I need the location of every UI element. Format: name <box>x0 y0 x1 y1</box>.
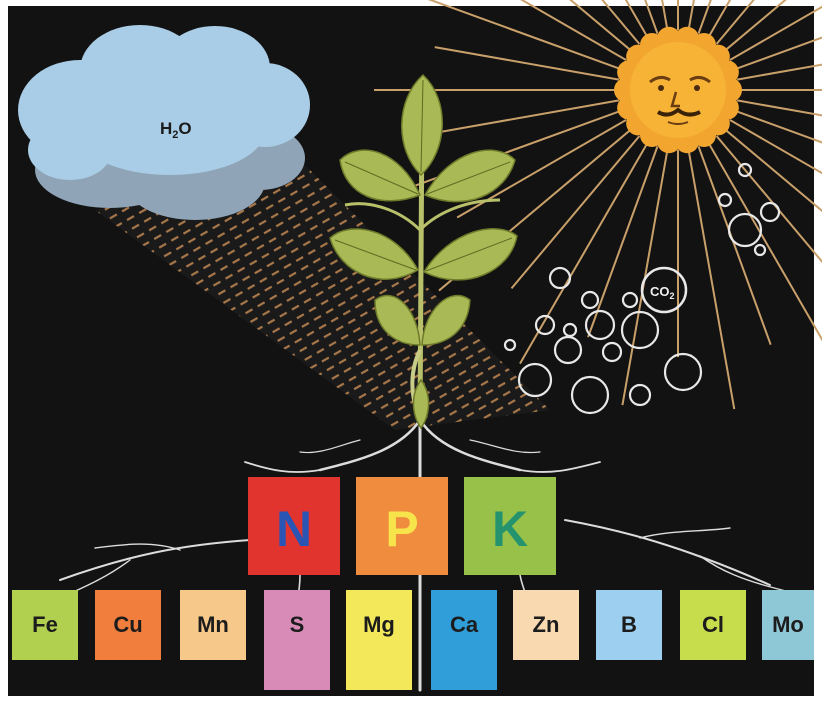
bubble <box>553 335 583 365</box>
micronutrient-box <box>596 590 662 660</box>
sun-icon <box>614 26 742 154</box>
cloud-label-h: H <box>160 119 172 138</box>
micronutrient-zn: Zn <box>513 590 579 660</box>
micronutrient-symbol: B <box>621 612 637 637</box>
micronutrient-box <box>95 590 161 660</box>
micronutrient-b: B <box>596 590 662 660</box>
leaf-veins <box>334 79 513 272</box>
bubble <box>580 290 600 310</box>
micronutrient-symbol: Mn <box>197 612 229 637</box>
bubble <box>753 243 767 257</box>
cloud-icon: H2O <box>18 25 310 220</box>
micronutrient-box <box>180 590 246 660</box>
micronutrient-box <box>431 590 497 690</box>
cloud-label-sub: 2 <box>172 129 178 141</box>
micronutrient-box <box>264 590 330 690</box>
macronutrient-symbol: K <box>492 501 528 557</box>
micronutrient-symbol: Mg <box>363 612 395 637</box>
micronutrient-box <box>12 590 78 660</box>
macronutrient-n: N <box>248 477 340 575</box>
micronutrient-box <box>513 590 579 660</box>
svg-text:H2O: H2O <box>160 119 192 141</box>
bubble <box>621 291 639 309</box>
bubble <box>601 341 623 363</box>
micronutrient-symbol: Mo <box>772 612 804 637</box>
co2-label: CO <box>650 284 670 299</box>
bubble <box>584 309 616 341</box>
bubble <box>663 352 703 392</box>
bubble <box>759 201 781 223</box>
bubble <box>548 266 572 290</box>
bubble <box>517 362 553 398</box>
cloud-label-o: O <box>178 119 191 138</box>
micronutrient-mg: Mg <box>346 590 412 690</box>
micronutrient-cl: Cl <box>680 590 746 660</box>
co2-label-sub: 2 <box>670 291 675 301</box>
micronutrient-fe: Fe <box>12 590 78 660</box>
svg-text:CO2: CO2 <box>650 284 675 301</box>
macronutrient-k: K <box>464 477 556 575</box>
micronutrient-symbol: Fe <box>32 612 58 637</box>
bubble <box>737 162 753 178</box>
macronutrient-symbol: N <box>276 501 312 557</box>
macronutrient-symbol: P <box>385 501 418 557</box>
micronutrient-s: S <box>264 590 330 690</box>
bubble <box>628 383 652 407</box>
bubble <box>717 192 733 208</box>
micronutrient-mn: Mn <box>180 590 246 660</box>
micronutrient-box <box>680 590 746 660</box>
micronutrient-symbol: Cu <box>113 612 142 637</box>
bubble <box>620 310 660 350</box>
micronutrient-symbol: S <box>290 612 305 637</box>
micronutrient-boxes: Fe Cu Mn S Mg Ca Zn B Cl Mo <box>12 590 814 690</box>
bubble <box>570 375 610 415</box>
micronutrient-symbol: Cl <box>702 612 724 637</box>
micronutrient-box <box>346 590 412 690</box>
macronutrient-box <box>464 477 556 575</box>
bubble <box>503 338 517 352</box>
sun-rays <box>374 0 822 410</box>
macronutrient-p: P <box>356 477 448 575</box>
micronutrient-box <box>762 590 814 660</box>
co2-bubbles <box>503 162 781 415</box>
micronutrient-cu: Cu <box>95 590 161 660</box>
macronutrient-box <box>356 477 448 575</box>
micronutrient-mo: Mo <box>762 590 814 660</box>
micronutrient-symbol: Zn <box>533 612 560 637</box>
micronutrient-symbol: Ca <box>450 612 479 637</box>
bubble <box>727 212 763 248</box>
bubble <box>534 314 556 336</box>
micronutrient-ca: Ca <box>431 590 497 690</box>
bubble <box>562 322 578 338</box>
macronutrient-box <box>248 477 340 575</box>
co2-bubble: CO2 <box>640 266 688 314</box>
